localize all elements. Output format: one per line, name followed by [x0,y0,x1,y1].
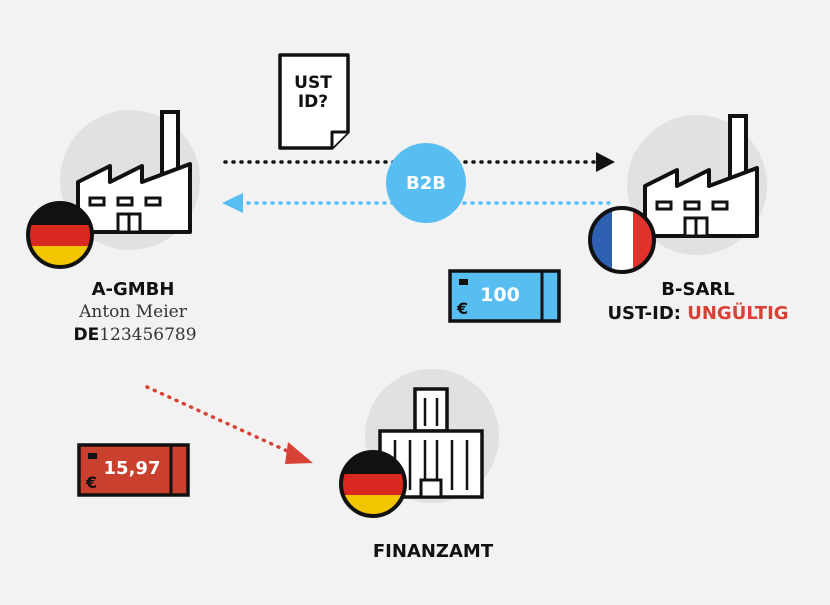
red-note-amount: 15,97 [103,458,161,479]
company-a-vat-prefix: DE [73,325,100,345]
company-a-vat: DE123456789 [73,325,196,345]
company-b-vat: UST-ID: UNGÜLTIG [607,303,788,324]
document-line-2: ID? [297,92,329,112]
company-b-vat-status: UNGÜLTIG [687,303,789,324]
red-money-note [77,443,190,497]
germany-flag-icon [26,201,94,269]
company-b-name: B-SARL [661,279,735,300]
company-a-name: A-GMBH [91,279,175,300]
document-line-1: UST [294,73,332,93]
company-b-factory-icon [627,114,767,255]
company-a-factory-icon [60,110,200,250]
france-flag-icon [588,206,656,274]
company-a-contact: Anton Meier [79,302,187,322]
blue-note-amount: 100 [480,284,520,306]
red-note-currency: € [86,473,98,492]
b2b-label: B2B [406,173,446,194]
tax-office-name: FINANZAMT [372,541,494,562]
blue-note-currency: € [457,299,469,318]
document-text: UST ID? [294,74,332,112]
blue-money-note [448,269,561,323]
tax-arrow [145,385,313,464]
company-a-vat-number: 123456789 [99,325,197,345]
germany-flag-icon [339,450,407,518]
document-icon [278,53,350,150]
b2b-badge [386,143,466,223]
company-b-vat-label: UST-ID: [607,303,681,324]
